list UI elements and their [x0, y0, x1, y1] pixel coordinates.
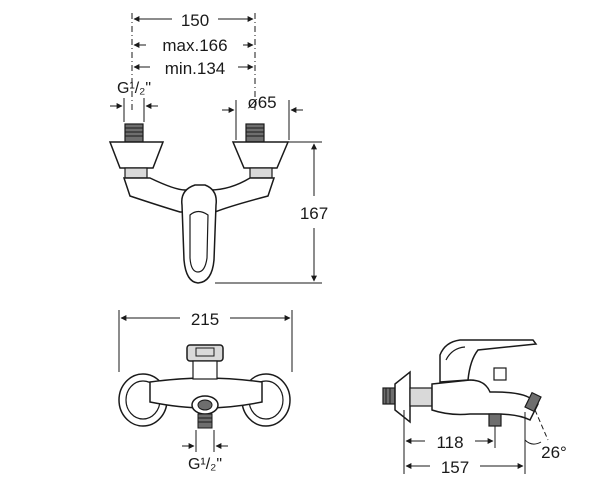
- thread-nipple-right: [245, 123, 265, 143]
- dimension-118: 118: [403, 410, 496, 474]
- dimension-157: 157: [405, 412, 526, 477]
- dimension-thread-front: G¹/₂": [110, 80, 158, 122]
- dim-150-label: 150: [181, 11, 209, 30]
- thread-nipple-left: [124, 123, 144, 143]
- dimension-max-166: max.166: [133, 36, 254, 55]
- thread-front-label: G¹/₂": [117, 80, 151, 97]
- dim-min-134-label: min.134: [165, 59, 225, 78]
- lever-handle: [181, 184, 218, 284]
- escutcheon-right: [231, 141, 290, 169]
- side-view: 118 157 26°: [382, 339, 567, 477]
- side-lever: [439, 339, 538, 383]
- dimension-215: 215: [118, 310, 293, 372]
- dim-max-166-label: max.166: [162, 36, 227, 55]
- escutcheon-left: [108, 141, 165, 169]
- dimension-angle-26: 26°: [524, 409, 567, 462]
- front-view: 150 max.166 min.134 G¹/₂" ø65: [108, 11, 328, 284]
- dim-157-label: 157: [441, 458, 469, 477]
- dimension-diameter-65: ø65: [222, 93, 303, 140]
- side-body: [431, 379, 539, 422]
- side-escutcheon: [394, 370, 411, 424]
- top-lever: [186, 344, 224, 362]
- shower-outlet: [197, 413, 213, 429]
- dimension-150: 150: [133, 11, 254, 30]
- dimension-min-134: min.134: [133, 59, 254, 78]
- dimension-thread-top: G¹/₂": [182, 430, 228, 473]
- angle-26-label: 26°: [541, 443, 567, 462]
- dim-118-label: 118: [436, 433, 463, 452]
- top-body: [149, 377, 263, 409]
- dim-167-label: 167: [300, 204, 328, 223]
- dim-215-label: 215: [191, 310, 219, 329]
- dimension-167: 167: [215, 141, 328, 284]
- side-thread: [382, 387, 396, 405]
- top-view: 215 G¹/₂": [118, 310, 293, 473]
- thread-top-label: G¹/₂": [188, 456, 222, 473]
- diameter-65-label: ø65: [247, 93, 276, 112]
